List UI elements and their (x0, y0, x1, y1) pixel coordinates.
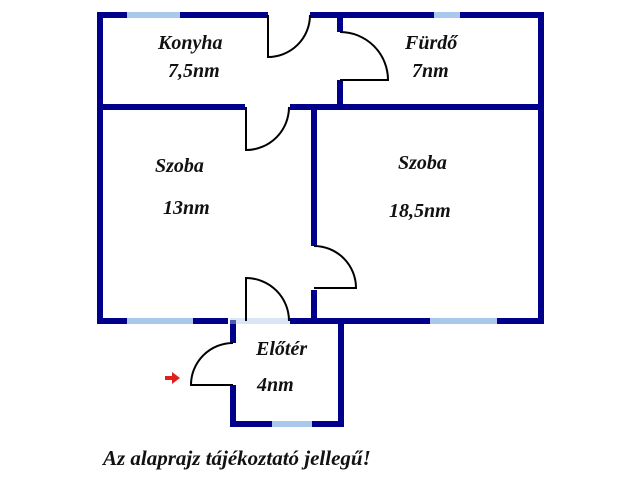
door-right-room (313, 245, 358, 289)
room-name-eloter: Előtér (256, 338, 308, 360)
door-left-room (245, 106, 290, 152)
room-area-eloter: 4nm (257, 374, 294, 396)
doors (189, 14, 390, 386)
door-eloter-inner (245, 276, 290, 322)
door-kitchen-top (267, 14, 311, 59)
room-name-konyha: Konyha (158, 32, 223, 54)
walls (97, 12, 544, 427)
door-bath (339, 31, 390, 81)
arrow-right-icon (165, 372, 180, 384)
door-entrance (189, 342, 234, 386)
room-area-szoba-right: 18,5nm (389, 200, 451, 222)
room-area-szoba-left: 13nm (163, 197, 210, 219)
room-area-konyha: 7,5nm (168, 60, 220, 82)
room-name-furdo: Fürdő (405, 32, 458, 54)
disclaimer-note: Az alaprajz tájékoztató jellegű! (103, 446, 371, 470)
windows (127, 12, 497, 427)
room-name-szoba-left: Szoba (155, 155, 204, 177)
room-area-furdo: 7nm (412, 60, 449, 82)
room-name-szoba-right: Szoba (398, 152, 447, 174)
